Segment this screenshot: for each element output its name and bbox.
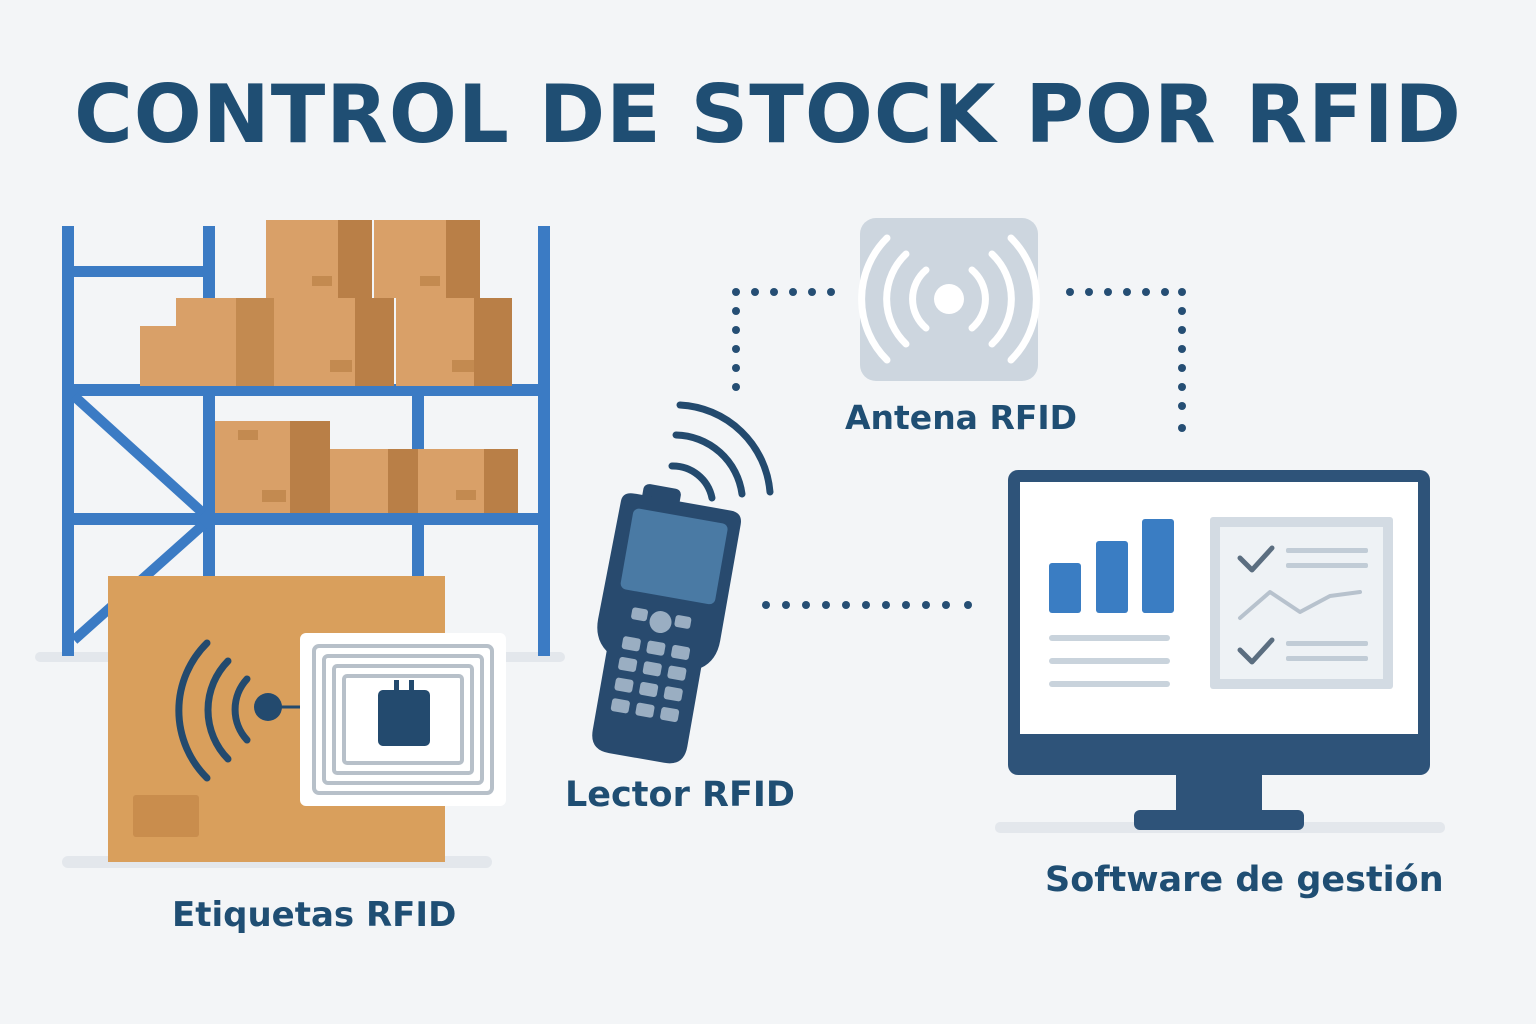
tags-label: Etiquetas RFID bbox=[172, 895, 457, 935]
software-label: Software de gestión bbox=[1045, 860, 1444, 900]
cardboard-box-icon bbox=[215, 421, 518, 513]
reader-label: Lector RFID bbox=[565, 775, 795, 815]
handheld-reader-icon bbox=[592, 401, 774, 764]
signal-waves-icon bbox=[668, 401, 774, 502]
cardboard-box-icon bbox=[140, 220, 512, 386]
rfid-tag-icon bbox=[300, 633, 506, 806]
checkmark-icon bbox=[1237, 545, 1275, 665]
signal-waves-icon bbox=[175, 639, 251, 782]
bar-chart-icon bbox=[1049, 519, 1174, 613]
monitor-icon bbox=[995, 470, 1445, 833]
page-title: CONTROL DE STOCK POR RFID bbox=[74, 68, 1462, 161]
antenna-icon bbox=[858, 218, 1040, 381]
antenna-label: Antena RFID bbox=[845, 398, 1078, 437]
connection-dots bbox=[732, 288, 1186, 609]
